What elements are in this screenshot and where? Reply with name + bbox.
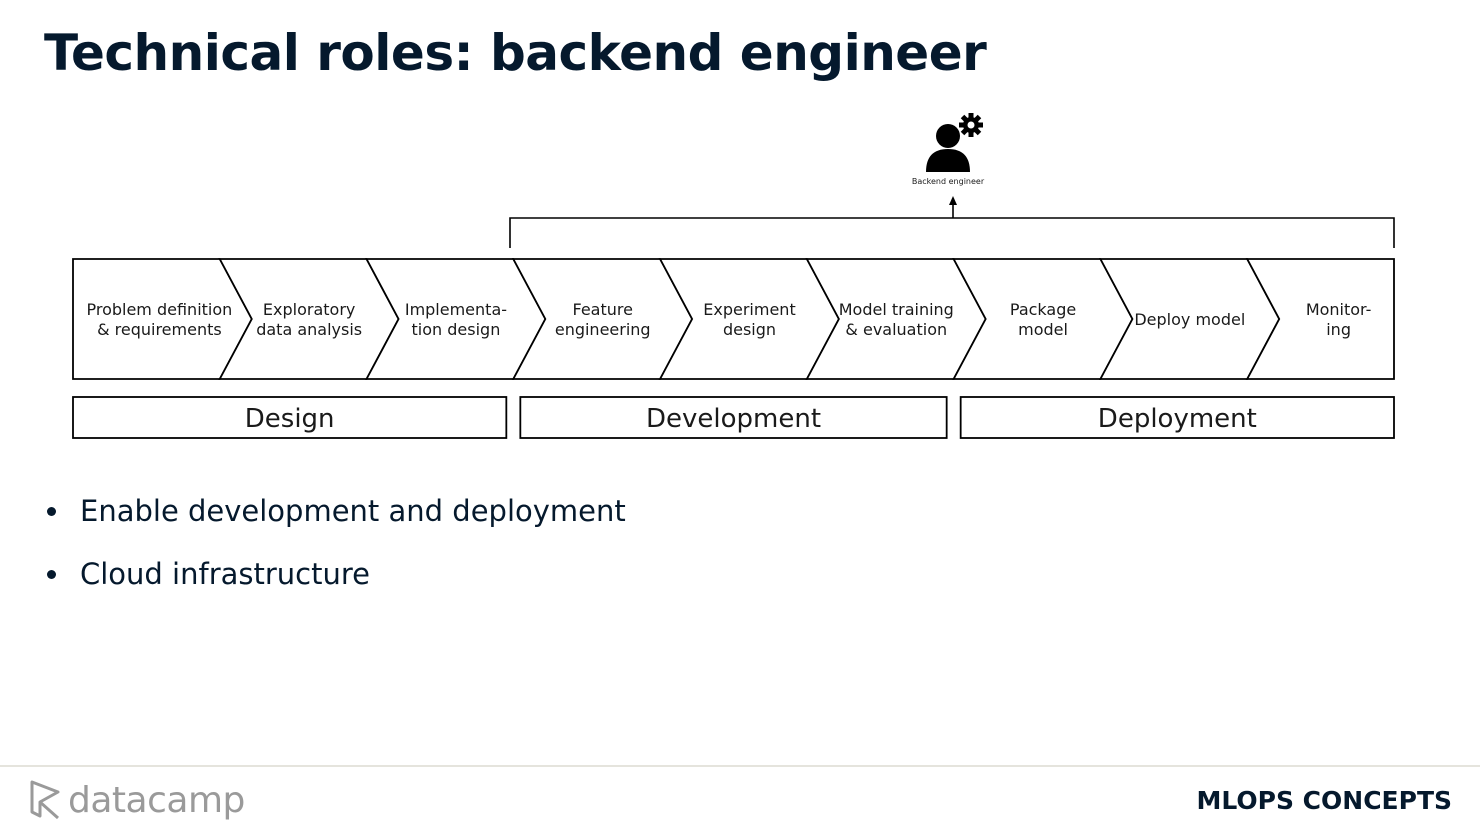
phase-box	[959, 396, 1395, 439]
role-label: Backend engineer	[912, 177, 985, 186]
logo-text: datacamp	[68, 779, 245, 821]
process-step-label: Experiment	[703, 300, 795, 319]
bullet-text: Cloud infrastructure	[80, 557, 370, 591]
process-step-label: & evaluation	[845, 320, 947, 339]
process-step-label: engineering	[555, 320, 651, 339]
bullet-item: Enable development and deployment	[44, 488, 626, 551]
process-step-label: Exploratory	[263, 300, 355, 319]
process-step	[1245, 258, 1395, 380]
datacamp-logo-icon	[30, 780, 60, 820]
bullet-text: Enable development and deployment	[80, 494, 626, 528]
phase-label: Deployment	[1098, 404, 1257, 434]
process-step-label: Problem definition	[86, 300, 232, 319]
phase-box	[519, 396, 948, 439]
process-step-label: Feature	[572, 300, 632, 319]
process-step-label: & requirements	[97, 320, 222, 339]
phase-box	[72, 396, 508, 439]
phases-layer: Design Development Deployment	[72, 396, 1395, 439]
datacamp-logo: datacamp	[28, 778, 245, 822]
phase-label: Design	[245, 404, 335, 434]
steps-layer: Problem definition& requirements Explorat…	[72, 258, 1395, 380]
process-step-label: design	[723, 320, 776, 339]
process-step-label: Deploy model	[1134, 310, 1245, 329]
process-step-label: Implementa-	[405, 300, 507, 319]
backend-engineer-icon	[926, 113, 983, 172]
process-step	[72, 258, 253, 380]
process-step-label: model	[1018, 320, 1068, 339]
process-step-label: Model training	[839, 300, 954, 319]
bullet-list: Enable development and deployment Cloud …	[44, 488, 626, 614]
slide-title: Technical roles: backend engineer	[44, 24, 987, 82]
process-step-label: data analysis	[256, 320, 362, 339]
process-step-label: ing	[1326, 320, 1351, 339]
bullet-dot-icon	[47, 507, 56, 516]
process-step-label: tion design	[412, 320, 501, 339]
arrow-head-icon	[949, 196, 957, 205]
course-name: MLOPS CONCEPTS	[1196, 786, 1452, 815]
role-bracket	[509, 203, 1395, 248]
ml-lifecycle-diagram: Backend engineer Problem definition& req…	[72, 113, 1395, 439]
phase-label: Development	[646, 404, 821, 434]
bullet-item: Cloud infrastructure	[44, 551, 626, 614]
bullet-dot-icon	[47, 570, 56, 579]
process-step-label: Monitor-	[1306, 300, 1372, 319]
footer-divider	[0, 765, 1480, 767]
process-step-label: Package	[1010, 300, 1076, 319]
